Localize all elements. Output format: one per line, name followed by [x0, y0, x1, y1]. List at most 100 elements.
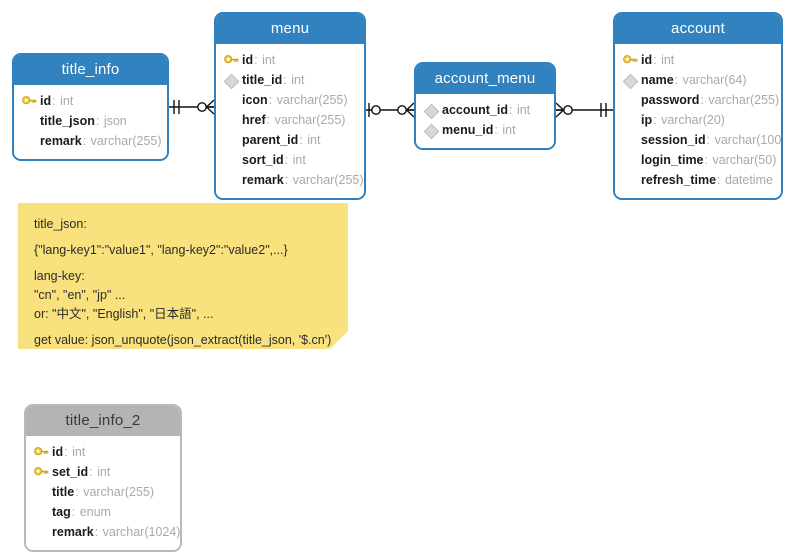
note-line: {"lang-key1":"value1", "lang-key2":"valu… [34, 243, 288, 257]
field-row[interactable]: name: varchar(64) [615, 70, 781, 90]
field-marker-none [622, 151, 640, 169]
field-marker-none [223, 131, 241, 149]
field-marker-none [622, 111, 640, 129]
key-icon [33, 443, 51, 461]
field-row[interactable]: sort_id: int [216, 150, 364, 170]
relationship-account_menu-account [555, 102, 613, 118]
note-line: lang-key: [34, 269, 85, 283]
field-type: enum [79, 505, 111, 519]
field-row[interactable]: parent_id: int [216, 130, 364, 150]
field-separator: : [717, 173, 724, 187]
field-marker-none [21, 112, 39, 130]
primary-key-icon [34, 447, 49, 456]
field-row[interactable]: title_id: int [216, 70, 364, 90]
field-marker-none [21, 132, 39, 150]
field-marker-none [33, 503, 51, 521]
field-row[interactable]: set_id: int [26, 462, 180, 482]
field-type: int [97, 465, 111, 479]
field-type: varchar(64) [682, 73, 747, 87]
field-row[interactable]: session_id: varchar(100) [615, 130, 781, 150]
field-name: title_json [40, 114, 95, 128]
field-name: title [52, 485, 75, 499]
field-type: varchar(100) [714, 133, 783, 147]
diamond-glyph [622, 73, 639, 90]
field-type: varchar(255) [708, 93, 780, 107]
field-separator: : [283, 73, 291, 87]
title-json-note[interactable]: title_json:{"lang-key1":"value1", "lang-… [18, 203, 348, 349]
field-row[interactable]: href: varchar(255) [216, 110, 364, 130]
field-type: varchar(255) [274, 113, 346, 127]
field-row[interactable]: id: int [14, 91, 167, 111]
field-type: varchar(255) [292, 173, 364, 187]
field-row[interactable]: menu_id: int [416, 120, 554, 140]
field-name: href [242, 113, 266, 127]
field-row[interactable]: id: int [216, 50, 364, 70]
field-name: login_time [641, 153, 704, 167]
field-type: varchar(20) [661, 113, 725, 127]
field-type: varchar(255) [83, 485, 155, 499]
primary-key-icon [22, 96, 37, 105]
field-separator: : [704, 153, 712, 167]
field-separator: : [94, 525, 102, 539]
field-separator: : [71, 505, 79, 519]
field-type: int [72, 445, 86, 459]
field-separator: : [254, 53, 262, 67]
field-marker-none [223, 151, 241, 169]
field-row[interactable]: remark: varchar(255) [14, 131, 167, 151]
entity-title-menu: menu [216, 14, 364, 44]
field-row[interactable]: id: int [615, 50, 781, 70]
field-separator: : [75, 485, 83, 499]
field-name: tag [52, 505, 71, 519]
field-name: session_id [641, 133, 706, 147]
field-row[interactable]: account_id: int [416, 100, 554, 120]
field-separator: : [284, 173, 292, 187]
diamond-glyph [423, 103, 440, 120]
field-name: refresh_time [641, 173, 717, 187]
field-row[interactable]: id: int [26, 442, 180, 462]
key-icon [33, 463, 51, 481]
field-type: varchar(1024) [102, 525, 181, 539]
field-marker-none [223, 111, 241, 129]
field-type: int [292, 153, 306, 167]
field-type: int [516, 103, 531, 117]
note-line: get value: json_unquote(json_extract(tit… [34, 333, 332, 347]
field-name: ip [641, 113, 653, 127]
key-icon [21, 92, 39, 110]
entity-title-title_info: title_info [14, 55, 167, 85]
primary-key-icon [623, 55, 638, 64]
relationship-title_info-menu [169, 99, 215, 115]
field-separator: : [268, 93, 276, 107]
field-type: datetime [725, 173, 773, 187]
diamond-icon [622, 71, 640, 90]
field-name: icon [242, 93, 268, 107]
field-marker-none [622, 91, 640, 109]
field-row[interactable]: remark: varchar(255) [216, 170, 364, 190]
field-row[interactable]: icon: varchar(255) [216, 90, 364, 110]
field-row[interactable]: refresh_time: datetime [615, 170, 781, 190]
field-name: title_id [242, 73, 283, 87]
field-name: remark [52, 525, 94, 539]
field-name: menu_id [442, 123, 494, 137]
field-name: password [641, 93, 700, 107]
field-separator: : [52, 94, 60, 108]
field-row[interactable]: tag: enum [26, 502, 180, 522]
field-name: id [40, 94, 52, 108]
field-name: set_id [52, 465, 89, 479]
field-row[interactable]: title: varchar(255) [26, 482, 180, 502]
field-type: varchar(50) [712, 153, 777, 167]
field-row[interactable]: title_json: json [14, 111, 167, 131]
entity-title-account: account [615, 14, 781, 44]
field-row[interactable]: remark: varchar(1024) [26, 522, 180, 542]
field-marker-none [622, 131, 640, 149]
field-row[interactable]: password: varchar(255) [615, 90, 781, 110]
field-row[interactable]: login_time: varchar(50) [615, 150, 781, 170]
field-row[interactable]: ip: varchar(20) [615, 110, 781, 130]
field-type: varchar(255) [276, 93, 348, 107]
